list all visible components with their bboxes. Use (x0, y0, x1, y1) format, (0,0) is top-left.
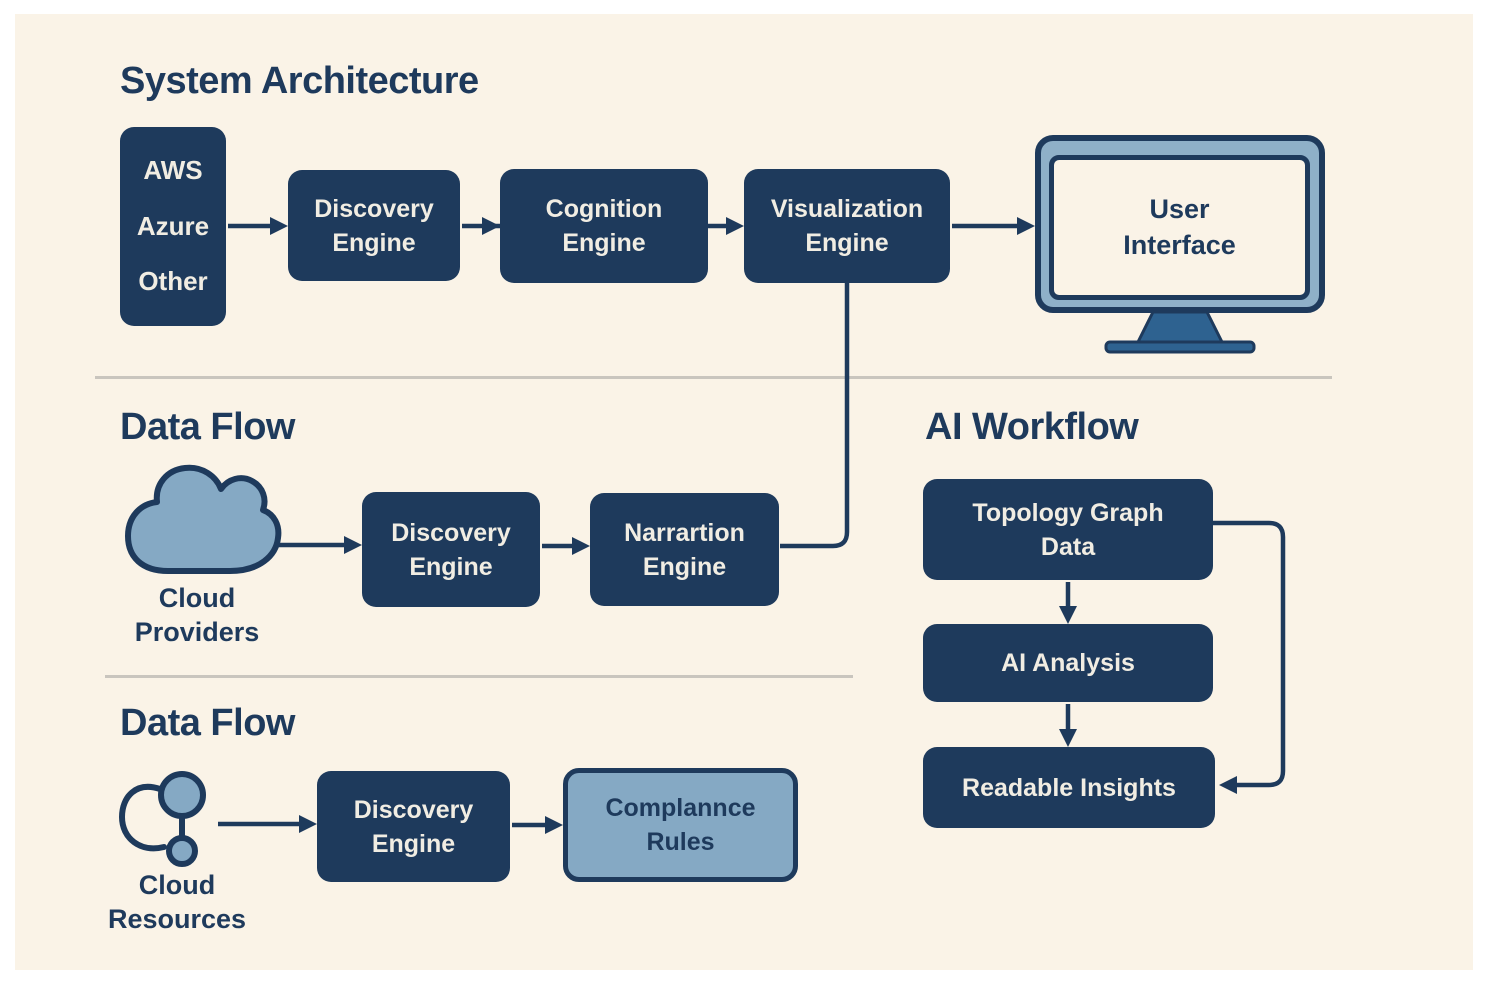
node-label: Visualization (770, 195, 924, 223)
caption-line: Resources (107, 903, 247, 934)
ai-workflow-heading: AI Workflow (925, 406, 1139, 448)
node-label: Discovery (391, 518, 511, 547)
node-label: Topology Graph (972, 498, 1164, 527)
node-label: Complannce (605, 794, 756, 822)
visualization-engine-box: Visualization Engine (744, 169, 950, 283)
node-label: Readable Insights (962, 773, 1176, 802)
node-label: Engine (642, 552, 727, 581)
node-label: Narrartion (624, 518, 745, 547)
caption-line: Cloud (138, 870, 216, 900)
provider-azure-label: Azure (136, 210, 210, 241)
cognition-engine-box: Cognition Engine (500, 169, 708, 283)
caption-line: Providers (134, 616, 260, 647)
node-label: Engine (562, 229, 646, 257)
node-label: Engine (409, 552, 493, 581)
node-label: Cognition (545, 195, 663, 223)
node-label: Engine (332, 228, 416, 257)
cloud-providers-list-box: AWS Azure Other (120, 127, 226, 326)
discovery-engine-box-architecture: Discovery Engine (288, 170, 460, 281)
data-flow-providers-heading: Data Flow (120, 406, 295, 448)
cloud-providers-caption: Cloud Providers (87, 582, 307, 650)
node-label: Engine (805, 229, 889, 257)
provider-other-label: Other (138, 266, 208, 297)
node-label: Data (1040, 532, 1096, 561)
discovery-engine-box-providers: Discovery Engine (362, 492, 540, 607)
provider-aws-label: AWS (143, 155, 203, 186)
node-label: Engine (371, 829, 456, 858)
section-divider-top (95, 376, 1332, 379)
compliance-rules-box: Complannce Rules (563, 768, 798, 882)
topology-graph-data-box: Topology Graph Data (923, 479, 1213, 580)
cloud-resources-caption: Cloud Resources (67, 869, 287, 937)
node-label: Rules (646, 828, 715, 856)
user-interface-screen: User Interface (1049, 155, 1310, 300)
narration-engine-box: Narrartion Engine (590, 493, 779, 606)
node-label: AI Analysis (1001, 649, 1135, 677)
ai-analysis-box: AI Analysis (923, 624, 1213, 702)
node-label: Discovery (353, 795, 474, 824)
node-label: Discovery (314, 194, 434, 223)
caption-line: Cloud (158, 583, 236, 613)
discovery-engine-box-resources: Discovery Engine (317, 771, 510, 882)
user-interface-label: User (1149, 194, 1210, 225)
data-flow-resources-heading: Data Flow (120, 702, 295, 744)
section-divider-bottom (105, 675, 853, 678)
system-architecture-heading: System Architecture (120, 60, 479, 102)
readable-insights-box: Readable Insights (923, 747, 1215, 828)
user-interface-label: Interface (1123, 229, 1236, 260)
